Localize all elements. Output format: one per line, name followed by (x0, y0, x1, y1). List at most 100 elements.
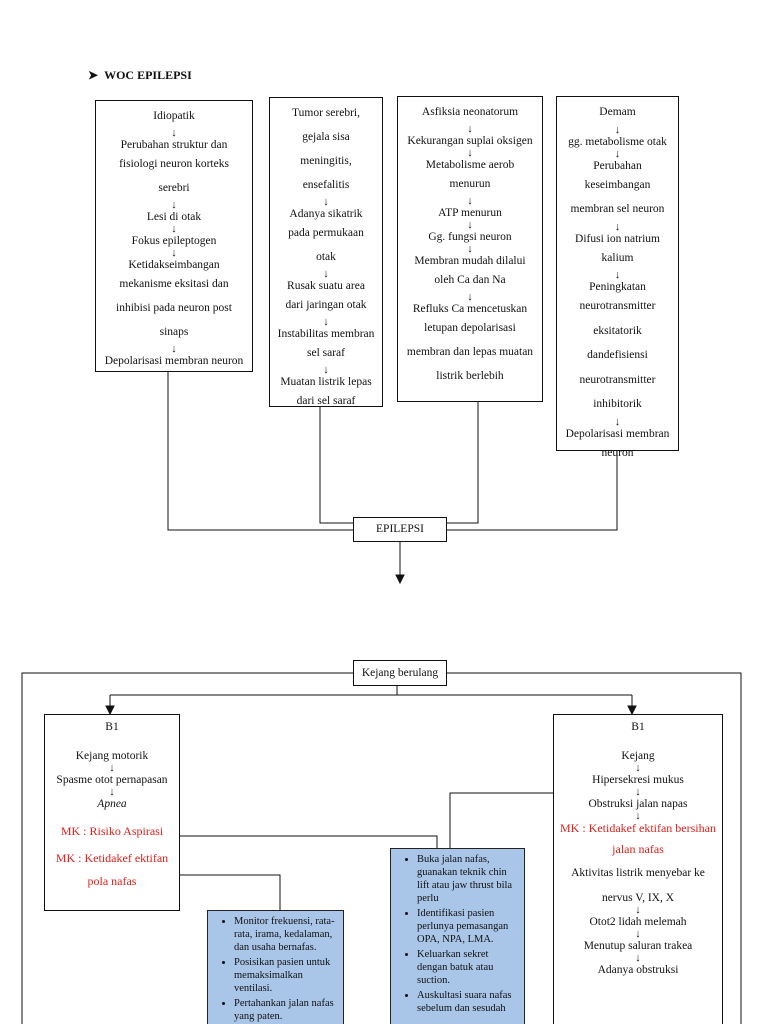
epilepsi-label: EPILEPSI (376, 523, 424, 535)
intervention-item: Pertahankan jalan nafas yang paten. (234, 997, 337, 1023)
flow-node: Adanya sikatrik (289, 208, 363, 220)
flow-node: kalium (601, 251, 634, 264)
flow-node: inhibitorik (593, 398, 642, 410)
arrow-down-icon: ↓ (467, 147, 473, 159)
arrow-down-icon: ↓ (635, 904, 641, 916)
flow-node: membran dan lepas muatan (406, 346, 534, 358)
intervention-box-pola-nafas: Monitor frekuensi, rata-rata, irama, ked… (207, 910, 344, 1024)
arrow-down-icon: ↓ (635, 762, 641, 774)
page-title: ➤ WOC EPILEPSI (88, 68, 192, 83)
b1-title: B1 (105, 721, 119, 733)
node-spasme: Spasme otot pernapasan (56, 774, 168, 786)
mk-pola-nafas: MK : Ketidakef ektifan (55, 851, 169, 865)
node-menutup-trakea: Menutup saluran trakea (583, 940, 693, 952)
node-hipersekresi: Hipersekresi mukus (592, 774, 684, 786)
flow-node: gg. metabolisme otak (568, 135, 667, 148)
flow-node: gejala sisa (302, 131, 350, 143)
flow-node: Depolarisasi membran (565, 427, 670, 440)
flow-node: Muatan listrik lepas (280, 376, 372, 388)
flow-node: serebri (158, 182, 190, 194)
node-kejang: Kejang (621, 750, 655, 762)
flow-node: membran sel neuron (570, 203, 665, 215)
node-kejang-motorik: Kejang motorik (75, 750, 149, 762)
epilepsi-box: EPILEPSI (353, 517, 447, 542)
flow-node: neuron (601, 446, 634, 459)
flow-node: oleh Ca dan Na (434, 274, 506, 286)
flow-node: neurotransmitter (579, 373, 656, 386)
arrow-down-icon: ↓ (467, 195, 473, 207)
intervention-item: Keluarkan sekret dengan batuk atau sucti… (417, 948, 518, 987)
flow-node: meningitis, (300, 155, 352, 167)
intervention-item: Auskultasi suara nafas sebelum dan sesud… (417, 989, 518, 1015)
flow-node: dandefisiensi (587, 349, 648, 361)
mk-bersihan-jalan-nafas: MK : Ketidakef ektifan bersihan (560, 821, 716, 835)
flow-node: Kekurangan suplai oksigen (407, 135, 533, 147)
arrow-down-icon: ↓ (614, 220, 621, 233)
flow-node: Perubahan (593, 159, 642, 172)
flow-node: Asfiksia neonatorum (421, 106, 519, 118)
flow-node: otak (316, 251, 336, 263)
intervention-box-jalan-nafas: Buka jalan nafas, guanakan teknik chin l… (390, 848, 525, 1024)
node-otot-lidah: Otot2 lidah melemah (589, 916, 687, 928)
arrow-down-icon: ↓ (614, 269, 621, 281)
flow-node: inhibisi pada neuron post (116, 302, 232, 314)
flow-node: mekanisme eksitasi dan (119, 278, 229, 290)
intervention-item: Identifikasi pasien perlunya pemasangan … (417, 907, 518, 946)
arrow-down-icon: ↓ (323, 364, 329, 376)
flow-node: sel saraf (307, 347, 345, 359)
flow-node: dari jaringan otak (285, 299, 367, 311)
flow-node: Perubahan struktur dan (120, 139, 228, 151)
arrow-down-icon: ↓ (635, 786, 641, 798)
title-text: WOC EPILEPSI (104, 68, 192, 82)
flow-node: Idiopatik (153, 110, 195, 122)
flow-node: Membran mudah dilalui (414, 255, 526, 267)
flow-node: pada permukaan (288, 227, 364, 239)
arrow-down-icon: ↓ (467, 219, 473, 231)
arrow-down-icon: ↓ (323, 316, 329, 328)
node-adanya-obstruksi: Adanya obstruksi (597, 964, 679, 976)
kejang-berulang-box: Kejang berulang (353, 660, 447, 686)
arrow-down-icon: ↓ (171, 199, 177, 211)
flow-node: Demam (599, 106, 636, 118)
arrow-down-icon: ↓ (323, 268, 329, 280)
cause-box-asfiksia: Asfiksia neonatorum↓Kekurangan suplai ok… (397, 96, 543, 402)
node-nervus: nervus V, IX, X (601, 892, 675, 904)
arrow-down-icon: ↓ (323, 196, 329, 208)
mk-bersihan-cont: jalan nafas (612, 842, 664, 856)
node-apnea: Apnea (97, 798, 127, 810)
intervention-item: Posisikan pasien untuk memaksimalkan ven… (234, 956, 337, 995)
node-obstruksi: Obstruksi jalan napas (588, 798, 688, 810)
flow-node: Rusak suatu area (287, 280, 365, 292)
kejang-label: Kejang berulang (361, 667, 439, 679)
flow-node: dari sel saraf (296, 395, 356, 407)
flow-node: menurun (449, 178, 491, 190)
flow-node: neurotransmitter (579, 300, 656, 312)
flow-node: ATP menurun (438, 207, 502, 219)
flow-node: ensefalitis (302, 179, 350, 191)
arrow-down-icon: ↓ (614, 415, 621, 428)
flow-node: Fokus epileptogen (131, 235, 217, 247)
arrow-down-icon: ↓ (614, 123, 621, 136)
flow-node: listrik berlebih (436, 370, 504, 382)
b1-right-box: B1 Kejang ↓ Hipersekresi mukus ↓ Obstruk… (553, 714, 723, 1024)
arrow-down-icon: ↓ (109, 762, 115, 774)
flow-node: letupan depolarisasi (424, 322, 516, 334)
flow-node: Peningkatan (589, 281, 646, 293)
flow-node: Metabolisme aerob (425, 159, 515, 171)
bullet-arrow-icon: ➤ (88, 68, 99, 82)
intervention-item: Monitor frekuensi, rata-rata, irama, ked… (234, 915, 337, 954)
arrow-down-icon: ↓ (635, 928, 641, 940)
intervention-item: Buka jalan nafas, guanakan teknik chin l… (417, 853, 518, 905)
arrow-down-icon: ↓ (171, 223, 177, 235)
flow-node: Refluks Ca mencetuskan (412, 303, 528, 315)
flow-node: Gg. fungsi neuron (428, 231, 512, 243)
flow-node: Depolarisasi membran neuron (104, 355, 244, 367)
flow-node: Ketidakseimbangan (128, 259, 220, 271)
flow-node: eksitatorik (593, 324, 642, 337)
node-aktivitas-listrik: Aktivitas listrik menyebar ke (571, 867, 705, 879)
mk-pola-nafas-cont: pola nafas (87, 874, 137, 888)
b1-left-box: B1 Kejang motorik ↓ Spasme otot pernapas… (44, 714, 180, 911)
mk-risiko-aspirasi: MK : Risiko Aspirasi (60, 824, 164, 838)
